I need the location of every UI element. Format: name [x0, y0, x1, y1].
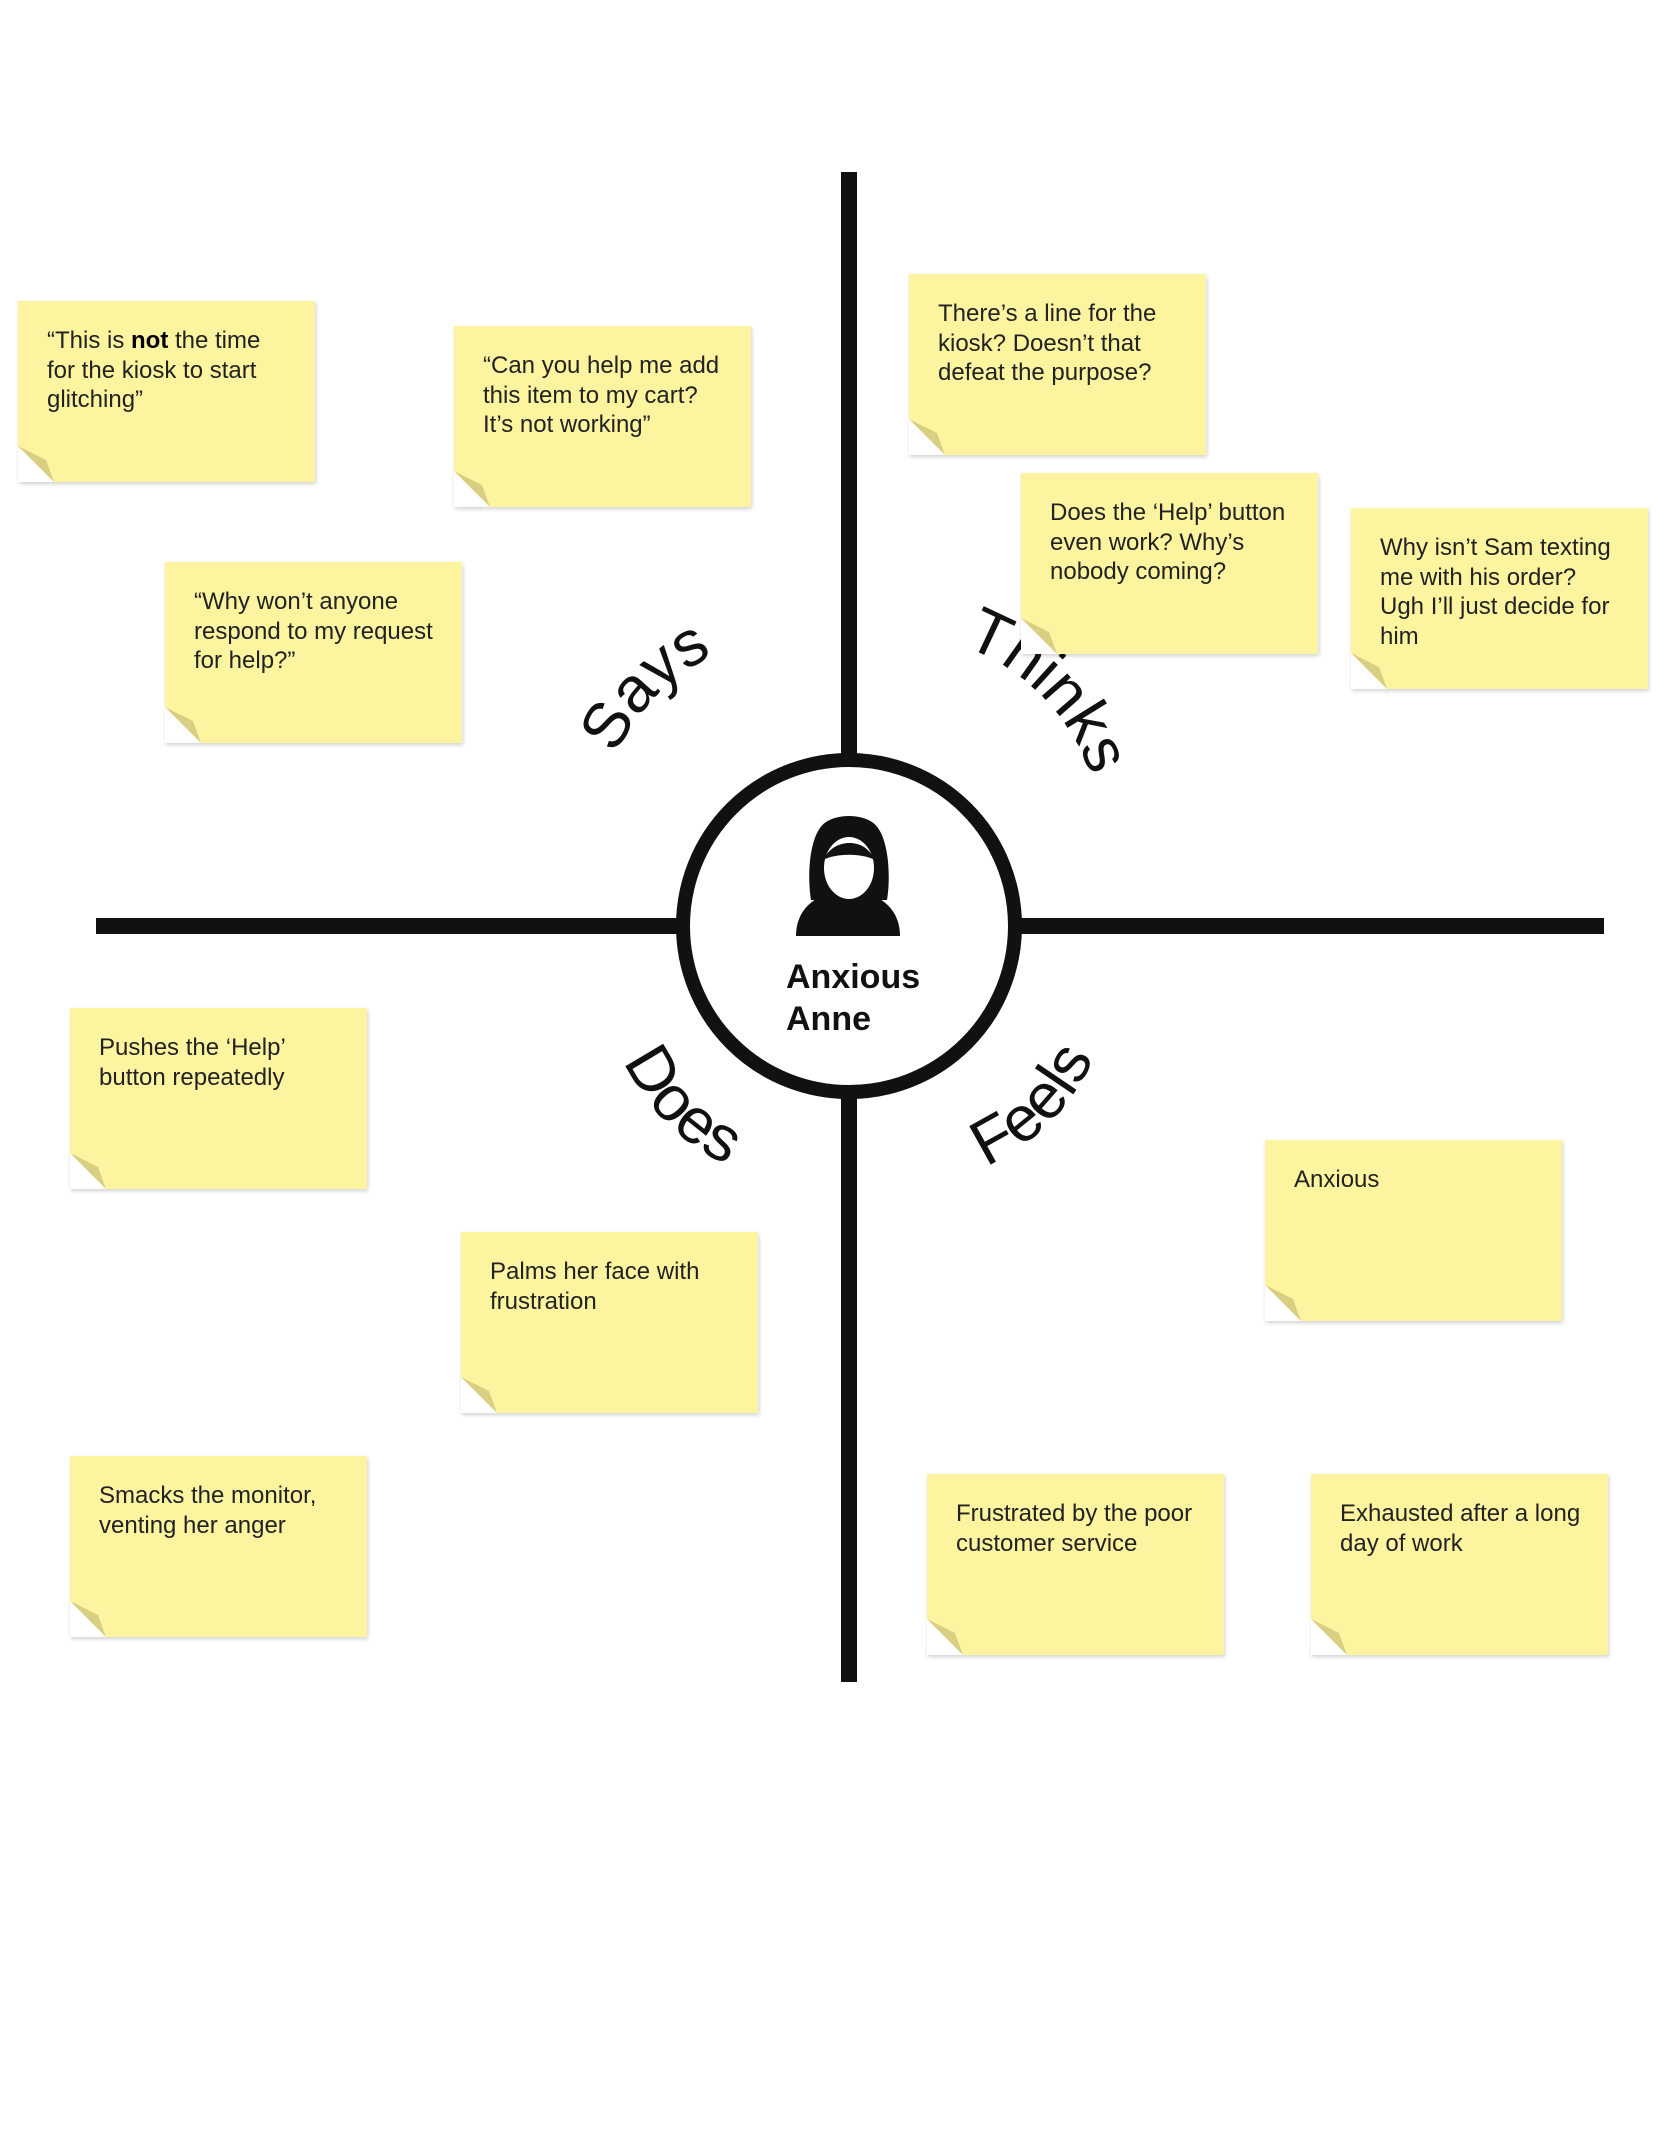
- does-note-smacks-monitor: Smacks the monitor, venting her anger: [70, 1456, 367, 1637]
- page-curl-icon: [165, 707, 201, 743]
- page-curl-icon: [461, 1377, 497, 1413]
- svg-text:Feels: Feels: [958, 1031, 1107, 1179]
- thinks-note-sam-texting: Why isn’t Sam texting me with his order?…: [1351, 508, 1648, 689]
- sticky-note-text: Frustrated by the poor customer service: [956, 1500, 1193, 1557]
- page-curl-icon: [1311, 1619, 1347, 1655]
- user-avatar-icon: [796, 816, 900, 936]
- sticky-note-text: Pushes the ‘Help’ button repeatedly: [99, 1034, 285, 1091]
- feels-note-frustrated: Frustrated by the poor customer service: [927, 1474, 1224, 1655]
- sticky-note-text: Why isn’t Sam texting me with his order?…: [1380, 534, 1611, 650]
- sticky-note-text: “Can you help me add this item to my car…: [483, 352, 720, 438]
- feels-note-anxious: Anxious: [1265, 1140, 1562, 1321]
- page-curl-icon: [454, 471, 490, 507]
- thinks-note-kiosk-line: There’s a line for the kiosk? Doesn’t th…: [909, 274, 1206, 455]
- quadrant-label-says: Says: [565, 605, 720, 762]
- page-curl-icon: [18, 446, 54, 482]
- page-curl-icon: [927, 1619, 963, 1655]
- says-note-no-response: “Why won’t anyone respond to my request …: [165, 562, 462, 743]
- sticky-note-text: “Why won’t anyone respond to my request …: [194, 588, 433, 674]
- does-note-pushes-help: Pushes the ‘Help’ button repeatedly: [70, 1008, 367, 1189]
- sticky-note-text: “This is not the time for the kiosk to s…: [47, 327, 261, 413]
- does-note-palms-face: Palms her face with frustration: [461, 1232, 758, 1413]
- sticky-note-text: There’s a line for the kiosk? Doesn’t th…: [938, 300, 1157, 386]
- says-note-not-the-time: “This is not the time for the kiosk to s…: [18, 301, 315, 482]
- says-note-add-item: “Can you help me add this item to my car…: [454, 326, 751, 507]
- page-curl-icon: [1351, 653, 1387, 689]
- sticky-note-text: Anxious: [1294, 1166, 1380, 1193]
- sticky-note-text: Smacks the monitor, venting her anger: [99, 1482, 317, 1539]
- thinks-note-help-button: Does the ‘Help’ button even work? Why’s …: [1021, 473, 1318, 654]
- persona-name-line2: Anne: [786, 1000, 871, 1038]
- svg-text:Says: Says: [565, 605, 720, 762]
- page-curl-icon: [909, 419, 945, 455]
- persona-name-line1: Anxious: [786, 958, 920, 996]
- page-curl-icon: [1021, 618, 1057, 654]
- sticky-note-text: Does the ‘Help’ button even work? Why’s …: [1050, 499, 1286, 585]
- quadrant-label-feels: Feels: [958, 1031, 1107, 1179]
- sticky-note-text: Exhausted after a long day of work: [1340, 1500, 1581, 1557]
- page-curl-icon: [70, 1601, 106, 1637]
- page-curl-icon: [70, 1153, 106, 1189]
- sticky-note-text: Palms her face with frustration: [490, 1258, 700, 1315]
- feels-note-exhausted: Exhausted after a long day of work: [1311, 1474, 1608, 1655]
- page-curl-icon: [1265, 1285, 1301, 1321]
